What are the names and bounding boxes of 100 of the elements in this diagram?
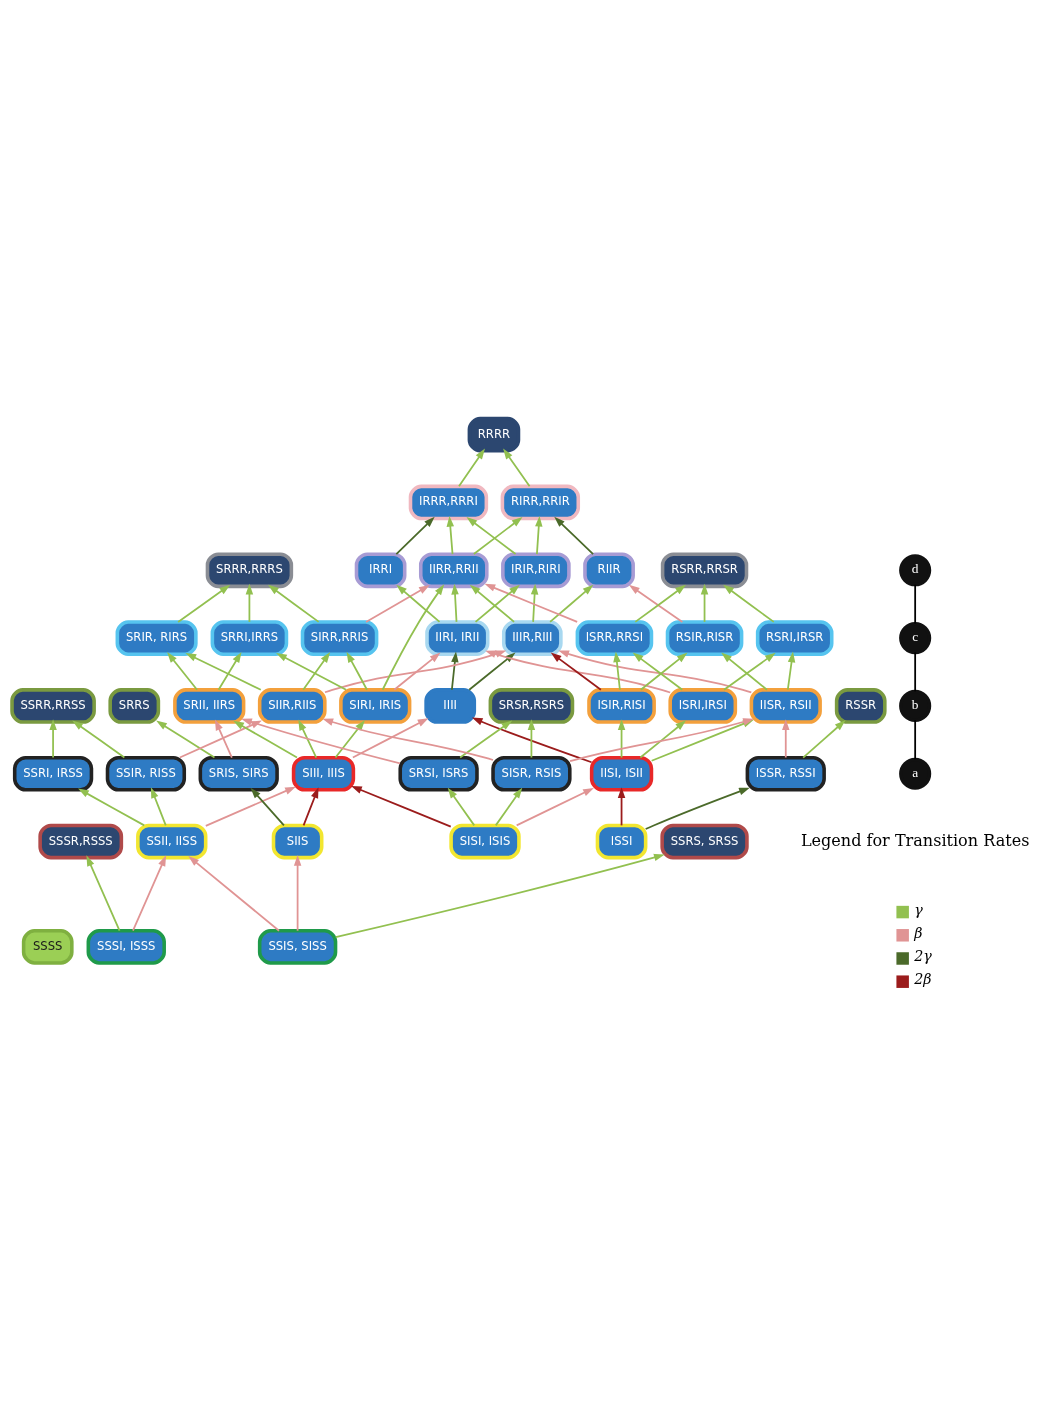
arrow (351, 785, 452, 828)
arrow (617, 787, 626, 827)
node-box: SIRI, IRIS (339, 688, 412, 724)
arrow (471, 717, 593, 764)
arrow (214, 719, 233, 759)
node-box: SSRS, SRSS (660, 823, 749, 860)
arrow (723, 584, 775, 623)
node-box: RIRR,RRIR (500, 484, 581, 521)
node-box: RSRI,IRSR (755, 620, 834, 656)
node-box: RIIR (583, 552, 635, 589)
node-box: SSSI, ISSS (86, 929, 166, 965)
arrow (515, 788, 594, 827)
node-box: RSIR,RISR (665, 620, 744, 656)
node-box: SIIR,RIIS (257, 688, 327, 724)
arrow (472, 516, 523, 555)
arrow (494, 787, 523, 827)
arrow (639, 652, 688, 691)
arrow (167, 652, 198, 691)
arrow (72, 720, 126, 759)
node-box: IIIR,RIII (501, 620, 563, 656)
node-circle: c (899, 622, 932, 655)
legend-label: 2γ (914, 947, 932, 964)
legend-label: γ (914, 901, 923, 918)
node-box: SRIS, SIRS (198, 755, 279, 792)
arrow (245, 583, 254, 623)
arrow (132, 855, 167, 932)
connector (914, 651, 917, 693)
arrow (49, 719, 57, 759)
arrow (550, 652, 602, 691)
node-box: ISIR,RISI (587, 688, 656, 724)
node-box: RRRR (467, 416, 521, 453)
arrow (150, 787, 167, 827)
arrow (554, 516, 594, 555)
arrow (352, 718, 429, 759)
legend-label: 2β (914, 971, 932, 988)
arrow (396, 584, 441, 623)
node-box: IIII (424, 688, 477, 724)
arrow (346, 651, 368, 691)
node-box: SRII, IIRS (173, 688, 246, 724)
node-box: SSRI, IRSS (12, 755, 94, 792)
arrow (446, 515, 455, 555)
node-box: SISR, RSIS (491, 755, 572, 792)
node-box: IIRI, IRII (425, 620, 490, 656)
arrow (293, 855, 302, 932)
node-box: SSRR,RRSS (10, 688, 96, 724)
node-box: SSSS (21, 929, 74, 965)
arrow (451, 583, 459, 623)
arrow (484, 583, 579, 623)
node-box: SSIS, SISS (257, 929, 338, 965)
arrow (217, 651, 242, 691)
node-box: ISRI,IRSI (668, 688, 738, 724)
node-box: SRRS (108, 688, 161, 724)
arrow (723, 652, 776, 691)
node-box: SSIR, RISS (105, 755, 187, 792)
arrow (334, 719, 365, 759)
arrow (334, 853, 665, 939)
node-circle: b (899, 689, 932, 722)
arrow (558, 650, 753, 694)
node-box: SIRR,RRIS (300, 620, 379, 656)
node-box: SRSI, ISRS (398, 755, 479, 792)
arrow (644, 787, 750, 830)
arrow (365, 585, 430, 623)
node-box: RSRR,RRSR (660, 552, 749, 589)
node-box: SRRI,IRRS (210, 620, 289, 656)
arrow (613, 651, 621, 691)
arrow (782, 719, 790, 759)
node-box: IRIR,RIRI (501, 552, 571, 589)
arrow (156, 720, 216, 759)
arrow (721, 652, 768, 691)
arrow (78, 788, 146, 827)
arrow (447, 787, 476, 827)
node-box: SSSR,RSSS (38, 823, 124, 860)
node-box: ISSR, RSSI (745, 755, 826, 792)
node-box: ISSI (595, 823, 648, 860)
node-box: IISI, ISII (589, 755, 654, 792)
arrow (268, 584, 320, 623)
node-box: SRSR,RSRS (488, 688, 575, 724)
arrow (298, 719, 318, 759)
node-box: SIIS (271, 823, 324, 860)
arrow (639, 720, 687, 759)
node-box: SRRR,RRRS (205, 552, 294, 589)
arrow (322, 718, 494, 761)
arrow (204, 786, 296, 827)
arrow (177, 584, 231, 623)
arrow (451, 651, 459, 691)
arrow (549, 584, 594, 623)
arrow (632, 652, 684, 691)
legend-label: β (914, 924, 923, 941)
arrow (700, 583, 709, 623)
node-box: ISRR,RRSI (575, 620, 654, 656)
arrow (459, 720, 513, 759)
arrow (185, 653, 262, 691)
arrow (250, 787, 285, 827)
arrow (527, 719, 536, 759)
arrow (786, 651, 796, 691)
arrow (302, 652, 331, 691)
node-box: IRRI (354, 552, 407, 589)
arrow (503, 448, 531, 488)
arrow (302, 787, 319, 827)
node-box: IIRR,RRII (418, 552, 489, 589)
